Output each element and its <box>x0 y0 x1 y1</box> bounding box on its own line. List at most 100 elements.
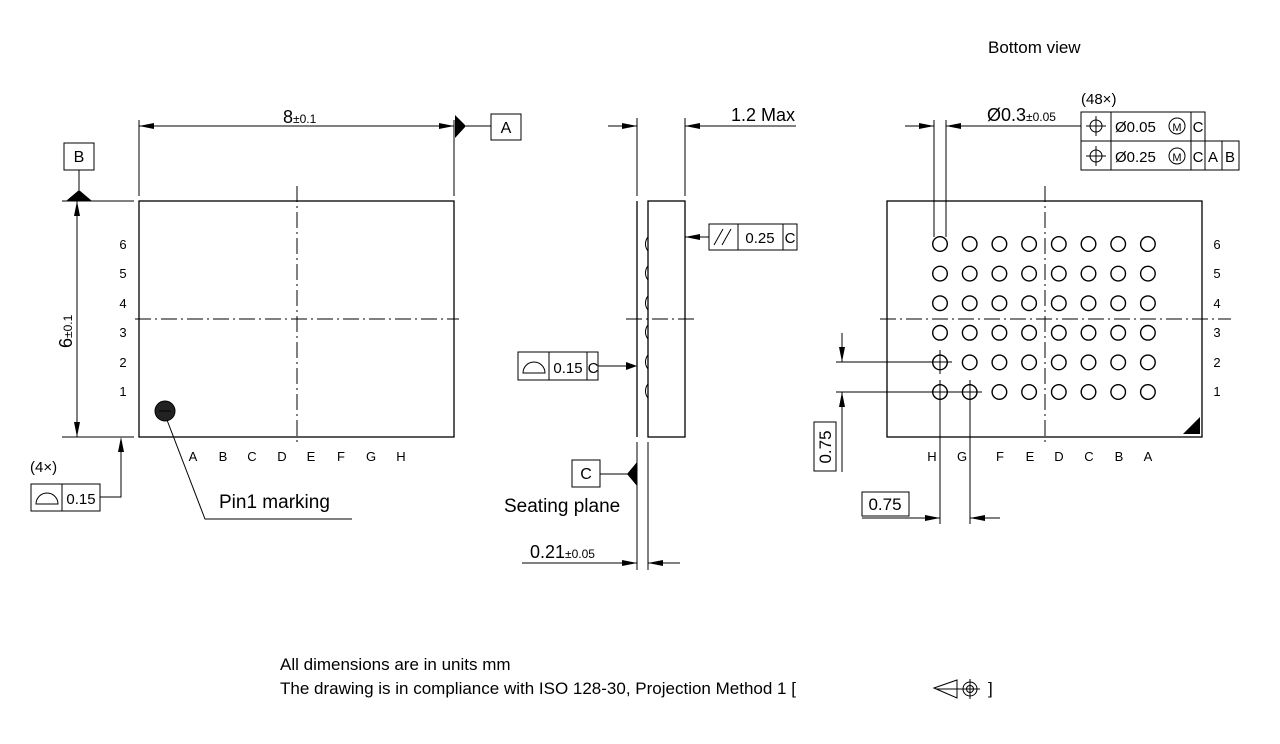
mmc-modifier-icon <box>1168 117 1186 135</box>
mmc-modifier-label: M <box>1172 152 1181 164</box>
position-tolerance-frame-2: Ø0.25 M C A B <box>1080 140 1240 171</box>
top-row-label: 4 <box>119 296 126 311</box>
top-height-dimension: 6 <box>56 338 76 348</box>
solder-ball <box>991 265 1008 282</box>
bottom-col-label: F <box>996 449 1004 464</box>
top-row-labels: 6 5 4 3 2 1 <box>119 237 126 399</box>
pitch-vertical-label: 0.75 <box>816 430 835 463</box>
solder-ball <box>1139 265 1156 282</box>
top-height-tolerance: ±0.1 <box>61 314 75 338</box>
side-height-label: 1.2 Max <box>731 105 795 125</box>
solder-ball <box>1050 295 1067 312</box>
datum-c-triangle <box>627 462 637 486</box>
top-row-label: 3 <box>119 325 126 340</box>
bottom-col-label: A <box>1144 449 1153 464</box>
bottom-row-label: 4 <box>1213 296 1220 311</box>
ball-height-tolerance: ±0.05 <box>565 547 595 561</box>
solder-ball <box>961 265 978 282</box>
solder-ball <box>1139 354 1156 371</box>
notes: All dimensions are in units mm The drawi… <box>280 655 993 699</box>
position-tolerance-2-datum: C <box>1193 149 1204 166</box>
solder-ball <box>1050 265 1067 282</box>
solder-ball <box>1080 384 1097 401</box>
parallelism-value: 0.25 <box>745 230 774 247</box>
datum-a-triangle <box>455 115 466 138</box>
solder-ball <box>991 384 1008 401</box>
solder-ball <box>961 324 978 341</box>
bottom-row-label: 2 <box>1213 355 1220 370</box>
top-col-label: B <box>219 449 228 464</box>
projection-method-icon <box>932 679 980 699</box>
top-col-label: C <box>247 449 256 464</box>
solder-ball <box>932 295 949 312</box>
top-width-dimension: 8 <box>283 107 293 127</box>
position-tolerance-2-datum: A <box>1208 149 1218 166</box>
solder-ball <box>1110 265 1127 282</box>
ball-flatness-datum: C <box>588 360 599 377</box>
solder-ball <box>991 295 1008 312</box>
solder-ball <box>1021 354 1038 371</box>
solder-ball <box>932 265 949 282</box>
bottom-view-title: Bottom view <box>988 38 1081 57</box>
flatness-value: 0.15 <box>66 491 95 508</box>
top-col-labels: A B C D E F G H <box>189 449 406 464</box>
top-row-label: 1 <box>119 384 126 399</box>
pin1-corner-mark <box>1183 417 1200 434</box>
mmc-modifier-label: M <box>1172 122 1181 134</box>
bottom-col-label: E <box>1026 449 1035 464</box>
bottom-col-label: G <box>957 449 967 464</box>
flatness-count: (4×) <box>30 459 57 476</box>
note-iso-suffix: ] <box>988 679 993 698</box>
bottom-row-label: 3 <box>1213 325 1220 340</box>
datum-b-label: B <box>74 149 85 166</box>
pin1-marking-label: Pin1 marking <box>219 492 330 513</box>
top-width-tolerance: ±0.1 <box>293 112 317 126</box>
datum-b-triangle <box>66 190 92 201</box>
top-col-label: H <box>396 449 405 464</box>
bottom-row-label: 1 <box>1213 384 1220 399</box>
note-iso-prefix: The drawing is in compliance with ISO 12… <box>280 679 796 698</box>
solder-ball <box>1110 235 1127 252</box>
flatness-icon <box>35 492 59 505</box>
solder-ball <box>1021 265 1038 282</box>
ball-height-dimension: 0.21 <box>530 542 565 562</box>
ball-flatness-value: 0.15 <box>553 360 582 377</box>
solder-ball <box>991 235 1008 252</box>
solder-ball <box>961 295 978 312</box>
ball-diameter-dimension: Ø0.3 <box>987 105 1026 125</box>
bottom-row-label: 6 <box>1213 237 1220 252</box>
solder-ball <box>1021 235 1038 252</box>
datum-c-label: C <box>580 466 592 483</box>
top-col-label: E <box>307 449 316 464</box>
bottom-row-labels: 6 5 4 3 2 1 <box>1213 237 1220 399</box>
solder-ball <box>1139 235 1156 252</box>
bottom-view: Bottom view 6 5 4 3 2 1 H G F E D C <box>813 38 1240 524</box>
top-col-label: D <box>277 449 286 464</box>
solder-ball <box>1110 295 1127 312</box>
top-row-label: 5 <box>119 266 126 281</box>
solder-ball <box>1050 324 1067 341</box>
solder-ball <box>991 354 1008 371</box>
solder-ball <box>1080 295 1097 312</box>
solder-ball <box>1080 354 1097 371</box>
solder-ball <box>932 324 949 341</box>
top-row-label: 2 <box>119 355 126 370</box>
solder-ball <box>1080 265 1097 282</box>
bottom-row-label: 5 <box>1213 266 1220 281</box>
solder-ball <box>1080 235 1097 252</box>
solder-ball <box>961 235 978 252</box>
solder-ball <box>1110 384 1127 401</box>
solder-ball <box>1050 384 1067 401</box>
ball-flatness-icon <box>522 361 546 374</box>
top-col-label: A <box>189 449 198 464</box>
solder-ball <box>1021 384 1038 401</box>
top-row-label: 6 <box>119 237 126 252</box>
datum-a-label: A <box>501 120 512 137</box>
mmc-modifier-icon <box>1168 147 1186 165</box>
note-units: All dimensions are in units mm <box>280 655 511 674</box>
bottom-col-label: H <box>927 449 936 464</box>
bottom-col-label: D <box>1054 449 1063 464</box>
side-view-balls <box>644 236 649 399</box>
top-view: 8 ±0.1 A B 6 ±0.1 6 5 4 3 2 1 <box>30 107 522 520</box>
